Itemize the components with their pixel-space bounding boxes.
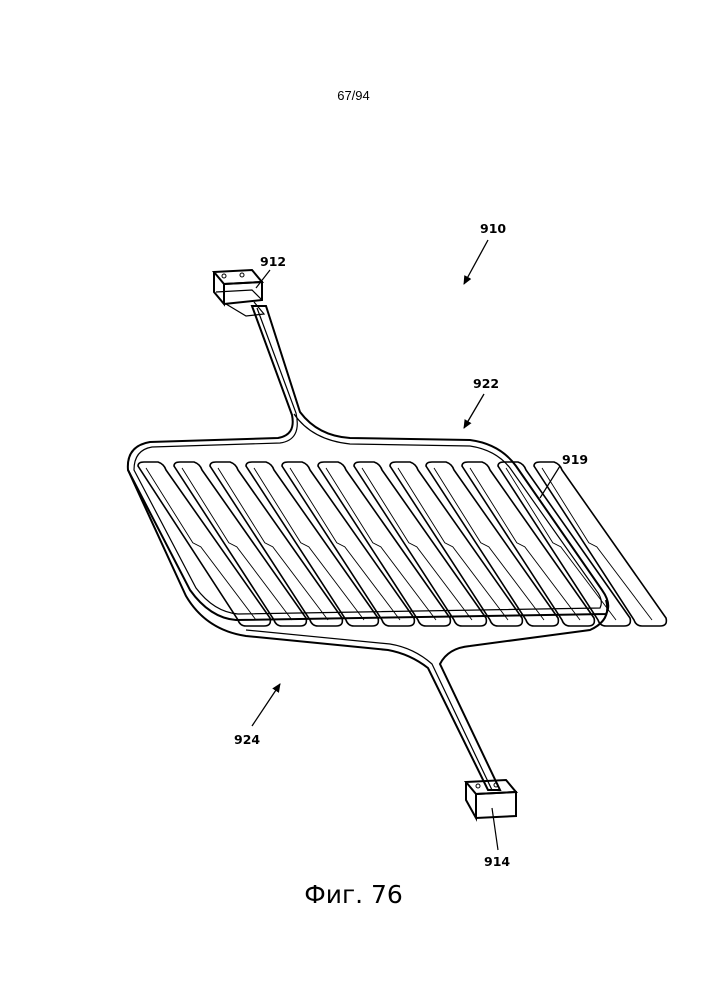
fin-inner-line — [362, 468, 472, 620]
bottom-connector — [466, 780, 516, 818]
leader-919 — [540, 466, 560, 498]
fin-inner-line — [398, 468, 508, 620]
fin-inner-line — [218, 468, 328, 620]
label-912: 912 — [260, 254, 286, 269]
fin-inner-line — [326, 468, 436, 620]
fin-inner-line — [182, 468, 292, 620]
arrow-922 — [464, 394, 484, 428]
fin-inner-line — [506, 468, 616, 620]
top-connector — [214, 270, 264, 316]
fin-inner-line — [542, 468, 652, 620]
fin-inner-line — [290, 468, 400, 620]
fin-inner-line — [434, 468, 544, 620]
arrow-924 — [252, 684, 280, 726]
label-924: 924 — [234, 732, 260, 747]
label-914: 914 — [484, 854, 510, 869]
arrow-910 — [464, 240, 488, 284]
label-919: 919 — [562, 452, 588, 467]
fins-group — [138, 462, 666, 626]
bottom-trace-inner — [246, 630, 492, 790]
figure-caption: Фиг. 76 — [0, 880, 707, 909]
label-922: 922 — [473, 376, 499, 391]
label-910: 910 — [480, 221, 506, 236]
fin-inner-line — [254, 468, 364, 620]
leader-914 — [492, 808, 498, 850]
